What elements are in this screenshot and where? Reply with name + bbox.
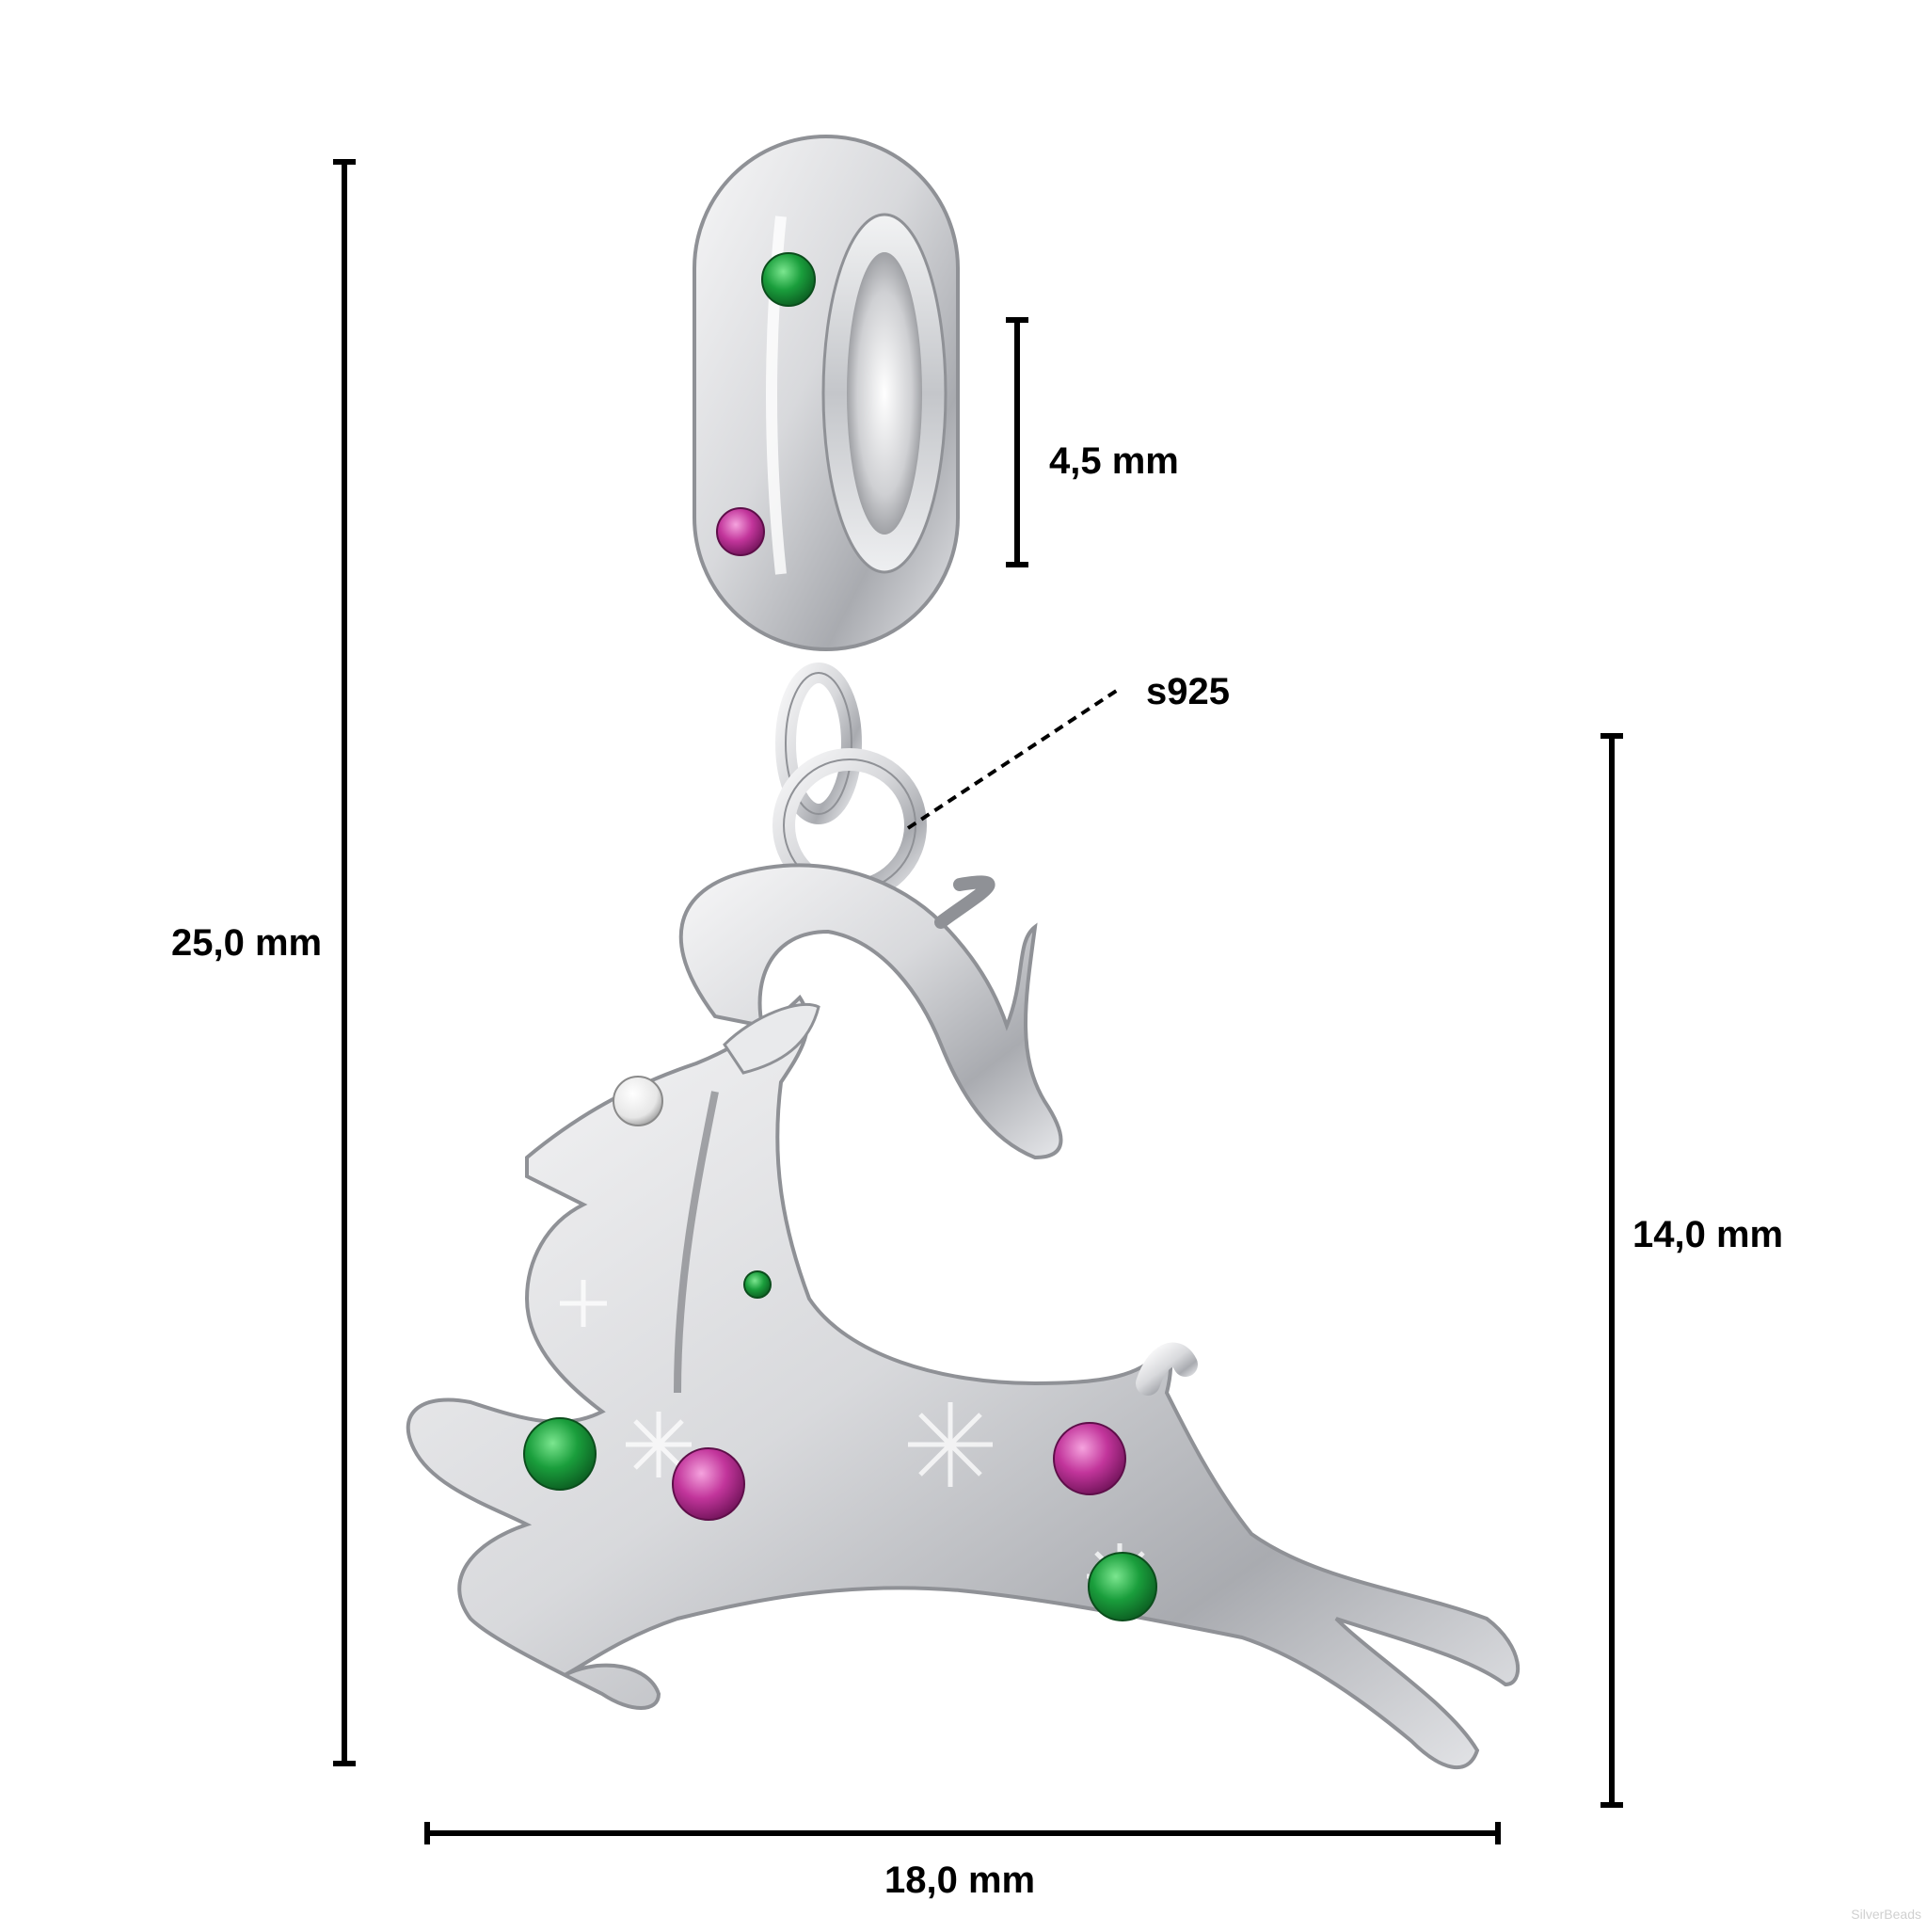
width-18-line	[424, 1822, 1501, 1844]
hind-green-stone	[1088, 1552, 1157, 1621]
bead-green-stone	[761, 252, 816, 307]
chest-green-stone	[523, 1417, 597, 1491]
jump-rings	[772, 663, 927, 902]
body-pink-stone-1	[672, 1447, 745, 1521]
total-height-label: 25,0 mm	[171, 922, 323, 964]
reindeer-eye-stone	[613, 1076, 663, 1126]
neck-green-stone	[743, 1270, 772, 1299]
reindeer-pendant	[406, 863, 1520, 1769]
body-pink-stone-2	[1053, 1422, 1126, 1495]
pendant-width-label: 18,0 mm	[884, 1860, 1036, 1901]
bead-pink-stone	[716, 507, 765, 556]
bead-hole-label: 4,5 mm	[1049, 440, 1179, 482]
watermark-text: SilverBeads	[1851, 1907, 1921, 1922]
hole-45-line	[1006, 317, 1028, 567]
height-14-line	[1601, 733, 1623, 1808]
pendant-height-label: 14,0 mm	[1632, 1214, 1784, 1255]
dimension-lines	[333, 159, 1623, 1844]
bead	[693, 135, 960, 651]
material-mark-label: s925	[1146, 671, 1230, 712]
height-25-line	[333, 159, 356, 1766]
s925-leader-line	[906, 688, 1120, 830]
